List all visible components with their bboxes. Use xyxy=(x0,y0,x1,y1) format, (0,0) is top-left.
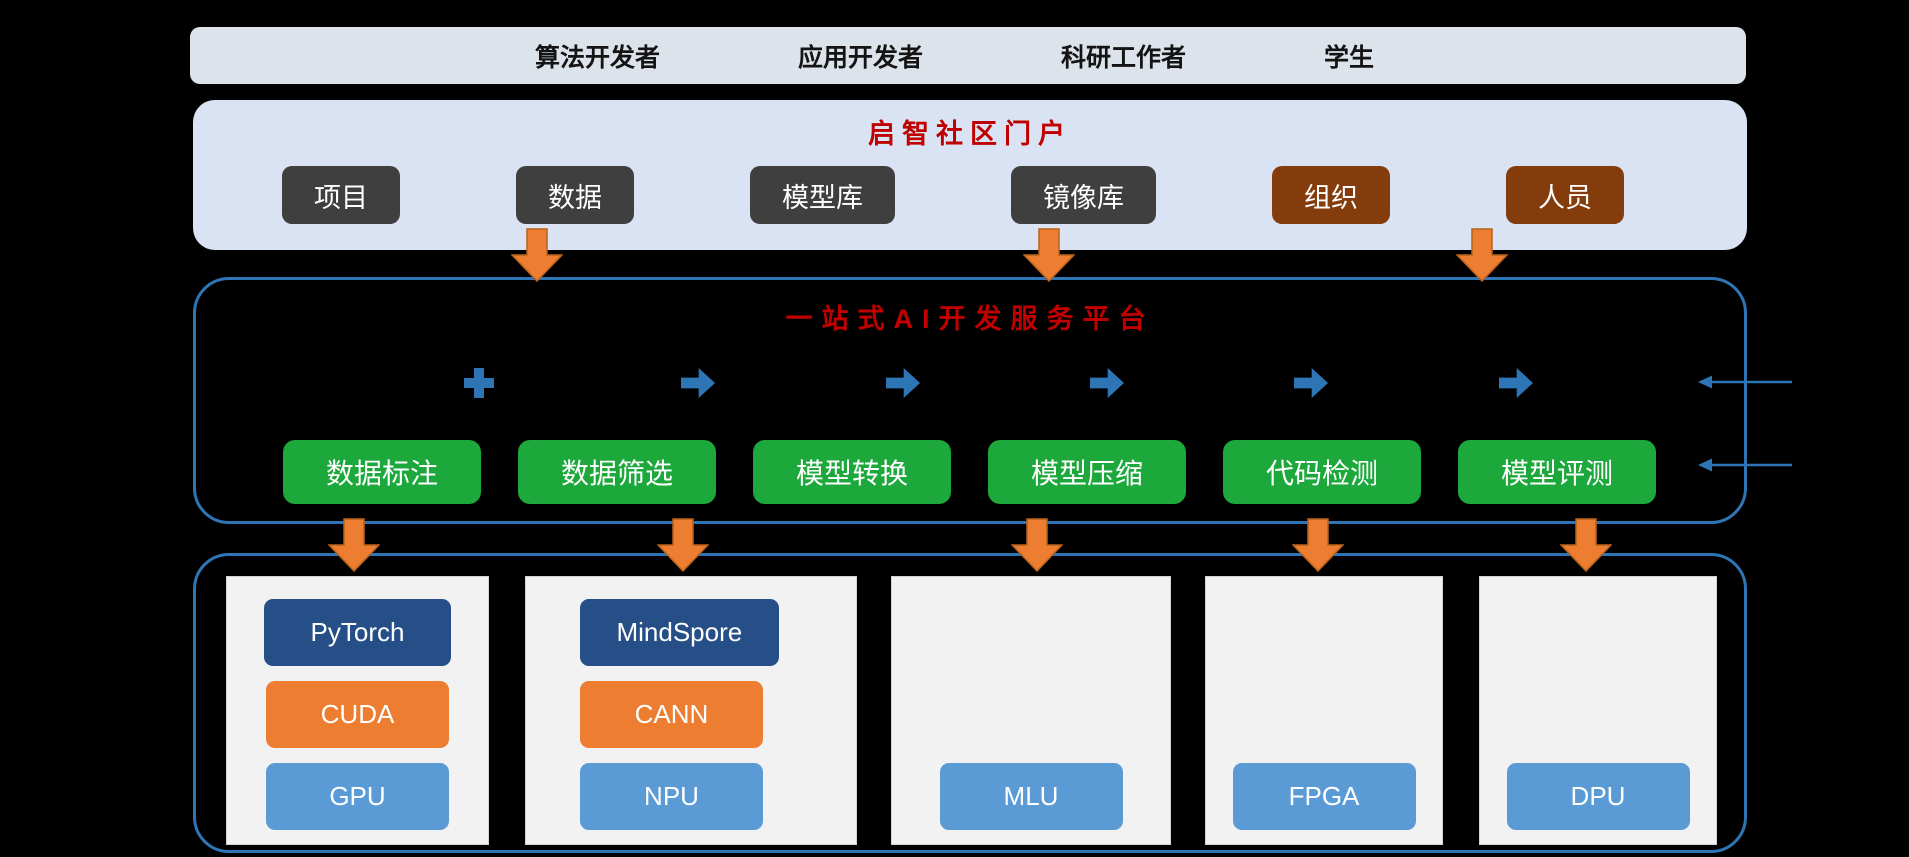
portal-item-button: 模型库 xyxy=(750,166,895,224)
portal-title: 启智社区门户 xyxy=(868,119,1072,149)
hardware-chip-button: MindSpore xyxy=(580,599,779,666)
down-arrow-icon xyxy=(1291,518,1345,573)
platform-tool-button: 数据筛选 xyxy=(518,440,716,504)
flow-arrow-icon xyxy=(1090,368,1124,398)
portal-item-button: 人员 xyxy=(1506,166,1624,224)
hardware-chip-button: PyTorch xyxy=(263,599,452,666)
user-groups-bar: 算法开发者 应用开发者 科研工作者 学生 xyxy=(190,27,1746,84)
user-group-label: 算法开发者 xyxy=(535,43,661,72)
user-group-label: 学生 xyxy=(1324,43,1375,72)
down-arrow-icon xyxy=(1010,518,1064,573)
platform-tool-button: 模型压缩 xyxy=(988,440,1186,504)
flow-arrow-icon xyxy=(681,368,715,398)
platform-tool-button: 模型转换 xyxy=(753,440,951,504)
down-arrow-icon xyxy=(1455,228,1509,283)
platform-title: 一站式AI开发服务平台 xyxy=(785,304,1155,334)
down-arrow-icon xyxy=(656,518,710,573)
portal-item-button: 镜像库 xyxy=(1011,166,1156,224)
down-arrow-icon xyxy=(1559,518,1613,573)
user-group-label: 科研工作者 xyxy=(1061,43,1187,72)
platform-tool-button: 模型评测 xyxy=(1458,440,1656,504)
portal-item-button: 数据 xyxy=(516,166,634,224)
platform-tools: 数据标注数据筛选模型转换模型压缩代码检测模型评测 xyxy=(196,440,1744,504)
platform-tool-button: 数据标注 xyxy=(283,440,481,504)
down-arrow-icon xyxy=(510,228,564,283)
down-arrow-icon xyxy=(1022,228,1076,283)
portal-section: 启智社区门户 项目 数据 模型库 镜像库 组织 人员 xyxy=(193,100,1747,250)
hardware-card: FPGA xyxy=(1205,576,1443,845)
user-group-label: 应用开发者 xyxy=(798,43,924,72)
hardware-chip-button: CUDA xyxy=(266,681,449,748)
hardware-chip-button: DPU xyxy=(1506,763,1690,830)
flow-arrow-icon xyxy=(886,368,920,398)
platform-section: 一站式AI开发服务平台 数据标注数据筛选模型转换模型压缩代码检测模型评测 xyxy=(193,277,1747,524)
hardware-chip-button: MLU xyxy=(939,763,1123,830)
left-arrow-icon xyxy=(1695,455,1795,480)
hardware-chip-button: FPGA xyxy=(1232,763,1416,830)
left-arrow-icon xyxy=(1695,372,1795,397)
hardware-card: DPU xyxy=(1479,576,1717,845)
hardware-chip-button: NPU xyxy=(580,763,763,830)
hardware-chip-button: CANN xyxy=(580,681,763,748)
portal-item-button: 组织 xyxy=(1272,166,1390,224)
hardware-chip-button: GPU xyxy=(266,763,449,830)
flow-arrow-icon xyxy=(1294,368,1328,398)
down-arrow-icon xyxy=(327,518,381,573)
portal-items: 项目 数据 模型库 镜像库 组织 人员 xyxy=(193,166,1747,224)
flow-arrow-icon xyxy=(1499,368,1533,398)
platform-tool-button: 代码检测 xyxy=(1223,440,1421,504)
plus-icon xyxy=(464,368,494,398)
portal-item-button: 项目 xyxy=(282,166,400,224)
hardware-card: MLU xyxy=(891,576,1171,845)
